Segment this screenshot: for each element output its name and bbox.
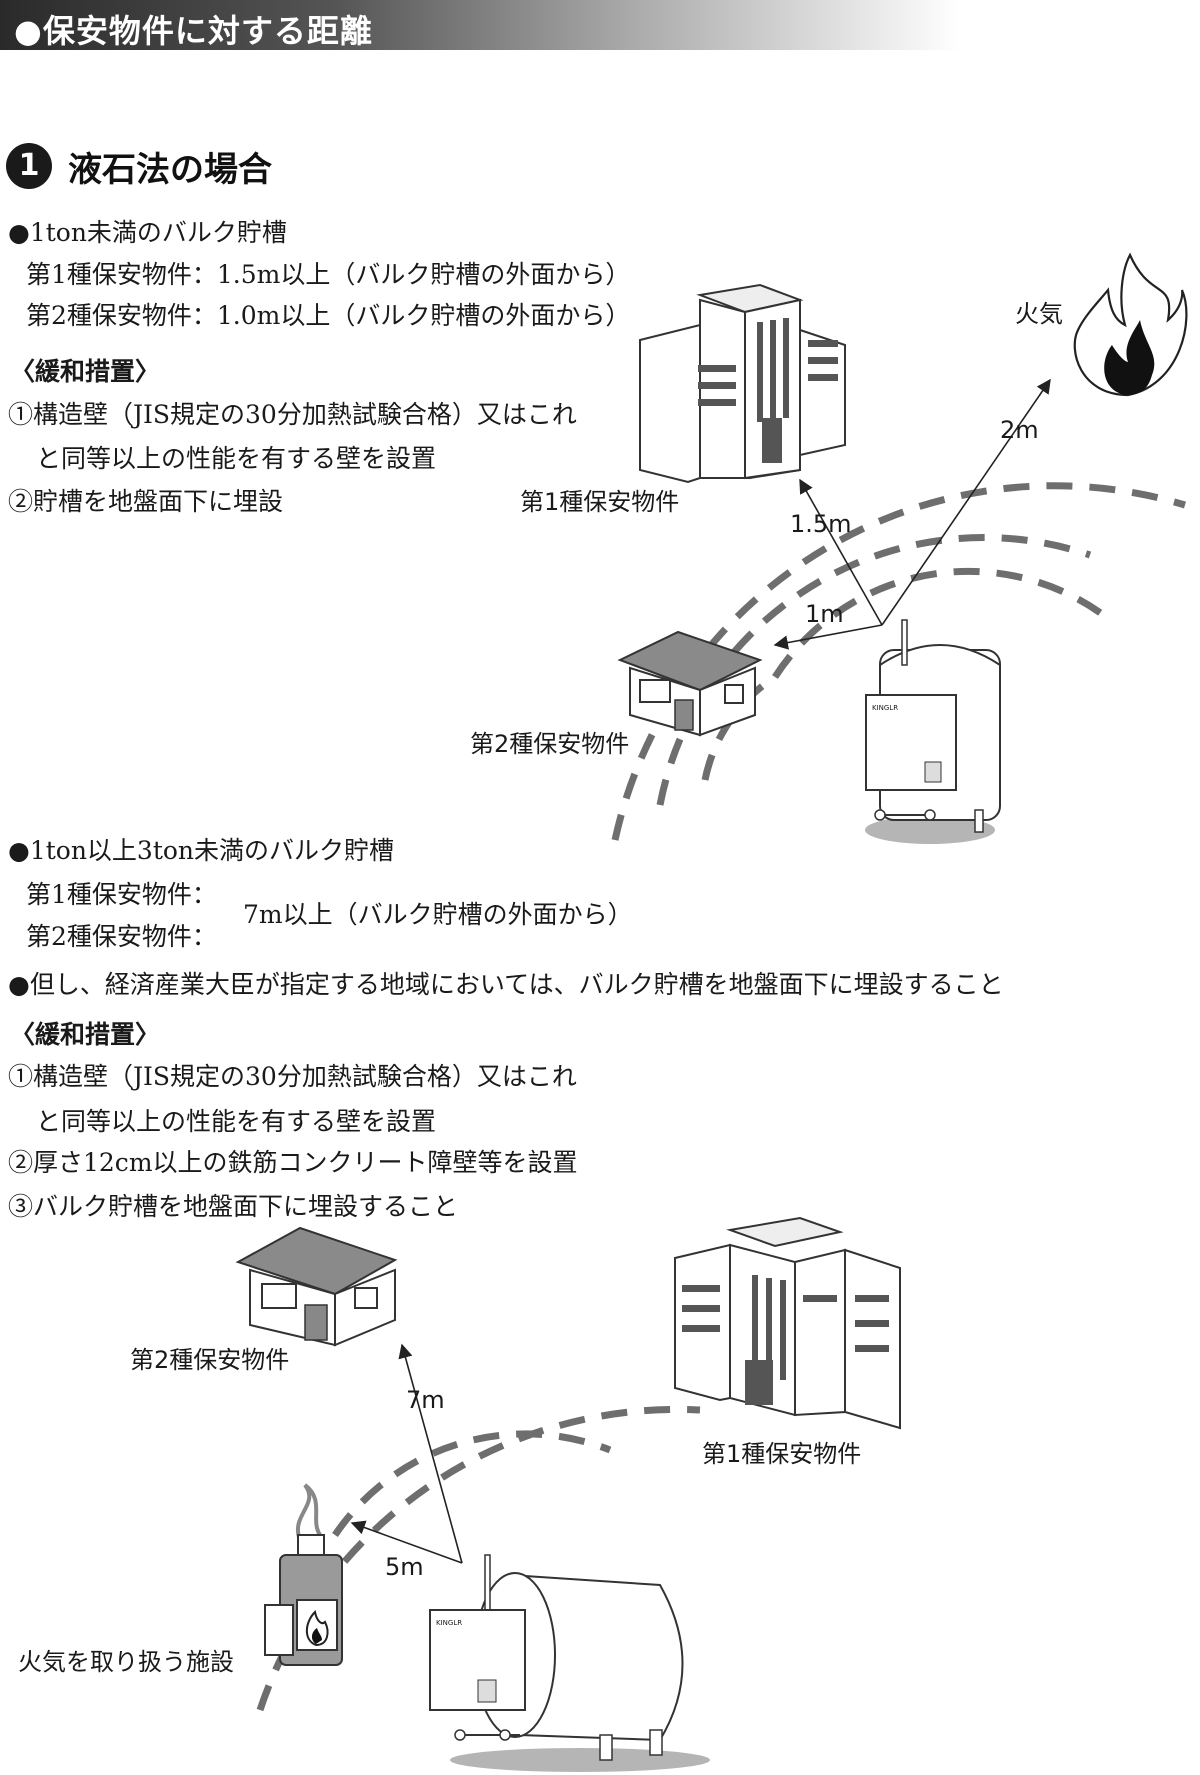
label-5m: 5m	[385, 1553, 424, 1581]
ring-1m	[772, 567, 1113, 679]
mitigation-b-item2: ②厚さ12cm以上の鉄筋コンクリート障壁等を設置	[8, 1148, 578, 1177]
case-a-class2-line: 第2種保安物件：1.0m以上（バルク貯槽の外面から）	[26, 301, 631, 330]
label-fire-facility: 火気を取り扱う施設	[18, 1648, 234, 1676]
label-7m: 7m	[406, 1386, 445, 1414]
case-b-class2-label: 第2種保安物件：	[26, 922, 217, 951]
bulk-tank-small: KINGLR	[865, 619, 1001, 844]
ring-1m-left	[701, 674, 777, 781]
office-building-2	[674, 1216, 901, 1430]
label-2m: 2m	[1000, 416, 1039, 444]
bulk-tank-large: KINGLR	[429, 1554, 710, 1772]
mitigation-a-item1-line2: と同等以上の性能を有する壁を設置	[36, 444, 437, 473]
label-1-5m: 1.5m	[790, 510, 852, 538]
mitigation-a-heading: 〈緩和措置〉	[10, 357, 161, 386]
label-class1-d1: 第1種保安物件	[520, 488, 679, 516]
label-class2-d1: 第2種保安物件	[470, 730, 629, 758]
section-number-badge: 1	[6, 143, 52, 189]
ring-7m	[256, 1405, 701, 1712]
mitigation-b-item1-line1: ①構造壁（JIS規定の30分加熱試験合格）又はこれ	[8, 1062, 577, 1091]
ring-5m	[332, 1430, 612, 1537]
mitigation-a-item2: ②貯槽を地盤面下に埋設	[8, 487, 284, 516]
diagram2: KINGLR 7m 5m 第2種保安物件 第1種保安物件 火気を取り扱う施設	[18, 1216, 901, 1772]
case-b-note: ●但し、経済産業大臣が指定する地域においては、バルク貯槽を地盤面下に埋設すること	[8, 970, 1004, 999]
ring-1-5m	[656, 534, 1092, 806]
page-title: ●保安物件に対する距離	[14, 12, 373, 50]
mitigation-a-item1-line1: ①構造壁（JIS規定の30分加熱試験合格）又はこれ	[8, 400, 577, 429]
case-b-heading: ●1ton以上3ton未満のバルク貯槽	[8, 836, 395, 865]
tank2-brand-text: KINGLR	[436, 1619, 462, 1627]
house-1	[617, 630, 763, 737]
house-2	[235, 1226, 398, 1347]
diagram1: KINGLR 火気 2m 1.5m 1m 第1種保安物件 第2種保安物件	[470, 252, 1188, 844]
label-fire: 火気	[1015, 300, 1063, 328]
label-class1-d2: 第1種保安物件	[702, 1440, 861, 1468]
fire-facility-icon	[264, 1483, 343, 1666]
case-b-distance: 7m以上（バルク貯槽の外面から）	[243, 900, 633, 929]
arrow-5m	[350, 1520, 463, 1564]
arrow-1-5m	[799, 478, 883, 626]
arrow-1m	[773, 624, 883, 650]
fire-icon	[1073, 252, 1188, 397]
case-b-class1-label: 第1種保安物件：	[26, 880, 217, 909]
header-band: ●保安物件に対する距離	[0, 0, 960, 50]
label-class2-d2: 第2種保安物件	[130, 1346, 289, 1374]
office-building-1	[639, 283, 846, 484]
label-1m: 1m	[805, 600, 844, 628]
arrow-2m	[881, 378, 1051, 626]
mitigation-b-item3: ③バルク貯槽を地盤面下に埋設すること	[8, 1192, 459, 1221]
case-a-class1-line: 第1種保安物件：1.5m以上（バルク貯槽の外面から）	[26, 260, 631, 289]
arrow-7m	[398, 1343, 463, 1564]
tank1-brand-text: KINGLR	[872, 704, 898, 712]
ring-2m	[611, 482, 1187, 841]
section-title: 液石法の場合	[68, 150, 272, 190]
mitigation-b-item1-line2: と同等以上の性能を有する壁を設置	[36, 1107, 437, 1136]
case-a-heading: ●1ton未満のバルク貯槽	[8, 218, 287, 247]
mitigation-b-heading: 〈緩和措置〉	[10, 1020, 161, 1049]
